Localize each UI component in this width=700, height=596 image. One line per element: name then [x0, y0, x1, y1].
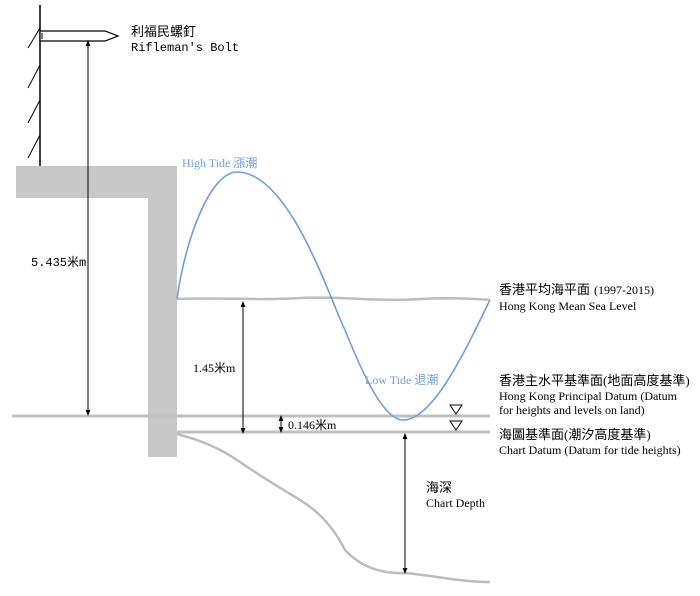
tide-curve — [176, 171, 491, 421]
bolt-label-en: Rifleman's Bolt — [131, 41, 239, 55]
bolt-post — [27, 5, 41, 168]
water-level-marker-2 — [449, 420, 463, 431]
chart-depth-label-zh: 海深 — [426, 480, 452, 495]
bolt-height-label: 5.435米m — [31, 255, 86, 270]
bolt-label-zh: 利福民螺釘 — [131, 24, 196, 39]
chart-datum-label-zh: 海圖基準面(潮汐高度基準) — [499, 427, 651, 442]
msl-label-zh-text: 香港平均海平面 — [499, 282, 590, 297]
chart-depth-label-en: Chart Depth — [426, 496, 485, 510]
low-tide-label: Low Tide 退潮 — [365, 372, 438, 387]
bolt-icon — [39, 30, 120, 42]
mean-sea-level-line — [176, 296, 491, 302]
principal-datum-label-zh: 香港主水平基準面(地面高度基準) — [499, 373, 690, 388]
seabed-line — [176, 432, 491, 584]
water-level-marker-1 — [449, 404, 463, 415]
mean-sea-level-height-label: 1.45米m — [193, 361, 236, 375]
high-tide-label: High Tide 漲潮 — [182, 155, 257, 170]
msl-label-en: Hong Kong Mean Sea Level — [499, 299, 637, 313]
msl-period: (1997-2015) — [594, 283, 654, 297]
principal-datum-label-en-1: Hong Kong Principal Datum (Datum — [499, 389, 678, 403]
pier-wall — [16, 166, 177, 457]
msl-label-zh: 香港平均海平面 (1997-2015) — [499, 282, 654, 297]
principal-datum-label-en-2: for heights and levels on land) — [499, 403, 645, 417]
chart-datum-label-en: Chart Datum (Datum for tide heights) — [499, 443, 681, 457]
datum-offset-label: 0.146米m — [288, 418, 337, 432]
